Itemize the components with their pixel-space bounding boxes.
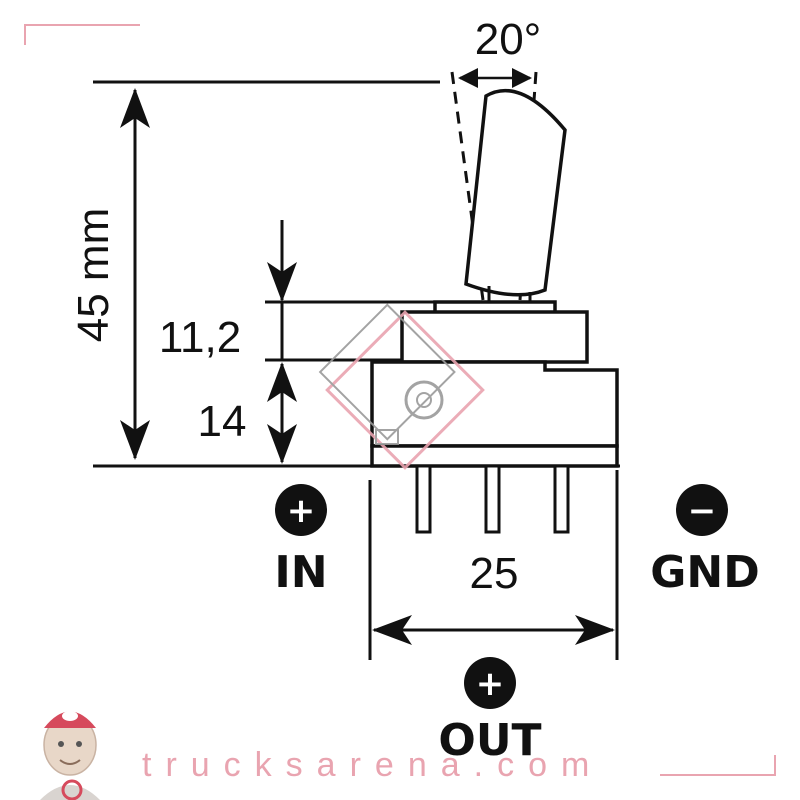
width-label: 25 xyxy=(470,549,519,598)
out-label: OUT xyxy=(438,715,541,766)
out-sign-circle xyxy=(464,657,516,709)
lower-height-label: 14 xyxy=(198,397,247,446)
gnd-sign-circle xyxy=(676,484,728,536)
watermark-text: trucksarena.com xyxy=(142,746,603,784)
switch-pins xyxy=(415,464,570,534)
in-sign-circle xyxy=(275,484,327,536)
total-height-label: 45 mm xyxy=(69,208,118,342)
gnd-sign: − xyxy=(688,491,717,531)
in-label: IN xyxy=(274,547,327,598)
switch-housing xyxy=(370,300,619,468)
angle-label: 20° xyxy=(475,15,542,64)
corner-mark-top-left xyxy=(24,24,140,45)
out-sign: + xyxy=(476,664,505,704)
corner-mark-bottom-right xyxy=(660,755,776,776)
upper-height-label: 11,2 xyxy=(159,313,241,362)
in-sign: + xyxy=(287,491,316,531)
switch-lever xyxy=(464,88,567,302)
watermark-logo xyxy=(318,303,485,470)
gnd-label: GND xyxy=(650,547,759,598)
mechanic-mascot-icon xyxy=(40,711,100,800)
